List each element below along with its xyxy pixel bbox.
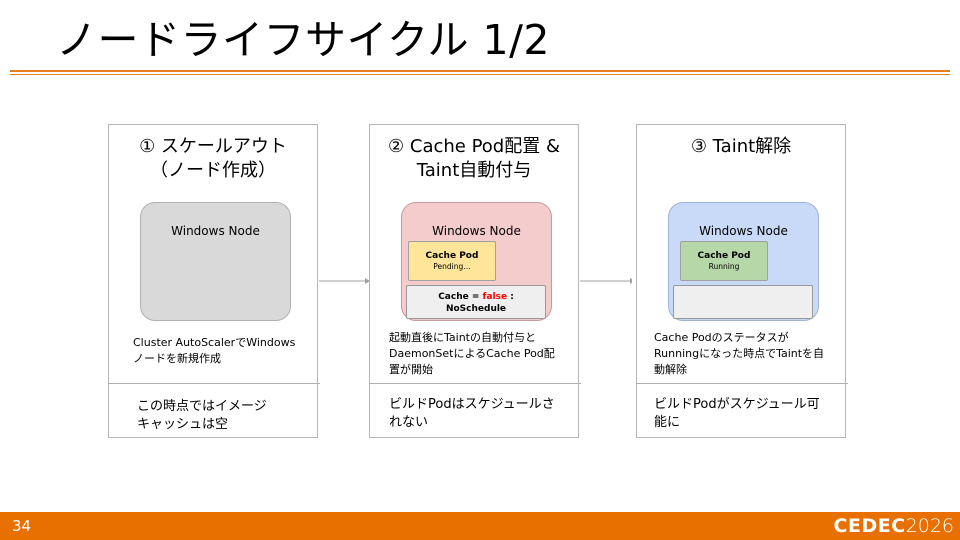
step-heading: ② Cache Pod配置 & Taint自動付与 <box>388 136 560 181</box>
taint-effect: NoSchedule <box>445 304 507 314</box>
step-description: Cluster AutoScalerでWindows ノードを新規作成 <box>133 336 296 365</box>
step-note: ビルドPodがスケジュール可 能に <box>654 397 820 430</box>
step-note: この時点ではイメージ キャッシュは空 <box>137 399 267 432</box>
pod-name: Cache Pod <box>425 251 479 261</box>
windows-node-box: Windows Node Cache Pod Pending… Cache = … <box>401 202 552 321</box>
title-underline-thin <box>10 74 950 75</box>
cache-pod-box: Cache Pod Pending… <box>408 241 496 281</box>
windows-node-box: Windows Node <box>140 202 291 321</box>
slide-title: ノードライフサイクル 1/2 <box>56 16 550 64</box>
step-note: ビルドPodはスケジュールさ れない <box>389 397 555 430</box>
taint-value: false <box>482 292 508 302</box>
pod-status: Pending… <box>433 262 471 271</box>
windows-node-box: Windows Node Cache Pod Running <box>668 202 819 321</box>
node-label: Windows Node <box>432 224 521 238</box>
node-label: Windows Node <box>171 224 260 238</box>
cache-pod-box: Cache Pod Running <box>680 241 768 281</box>
taint-box: Cache = false : NoSchedule <box>406 285 546 319</box>
panel-divider <box>636 383 848 384</box>
taint-key: Cache = <box>438 292 483 302</box>
step-description: 起動直後にTaintの自動付与と DaemonSetによるCache Pod配 … <box>389 331 555 376</box>
title-underline <box>10 70 950 72</box>
node-label: Windows Node <box>699 224 788 238</box>
brand-logo: CEDEC2026 <box>834 515 954 537</box>
step-heading: ① スケールアウト （ノード作成） <box>139 136 287 181</box>
brand-year: 2026 <box>905 515 954 537</box>
arrow-icon <box>319 278 370 284</box>
panel-divider <box>369 383 581 384</box>
panel-divider <box>108 383 320 384</box>
pod-status: Running <box>708 262 740 271</box>
arrow-icon <box>580 278 632 284</box>
step-heading: ③ Taint解除 <box>690 136 792 157</box>
step-panel-taint-removal: ③ Taint解除 Windows Node Cache Pod Running… <box>636 124 848 438</box>
step-panel-scale-out: ① スケールアウト （ノード作成） Windows Node Cluster A… <box>108 124 320 438</box>
taint-separator: : <box>507 292 514 302</box>
step-panel-cache-pod: ② Cache Pod配置 & Taint自動付与 Windows Node C… <box>369 124 581 438</box>
page-number: 34 <box>12 517 32 535</box>
pod-name: Cache Pod <box>697 251 751 261</box>
footer-bar: 34 CEDEC2026 <box>0 512 960 540</box>
brand-name: CEDEC <box>833 515 906 537</box>
build-pod-slot <box>673 285 813 319</box>
step-description: Cache Podのステータスが Runningになった時点でTaintを自 動… <box>654 331 825 376</box>
